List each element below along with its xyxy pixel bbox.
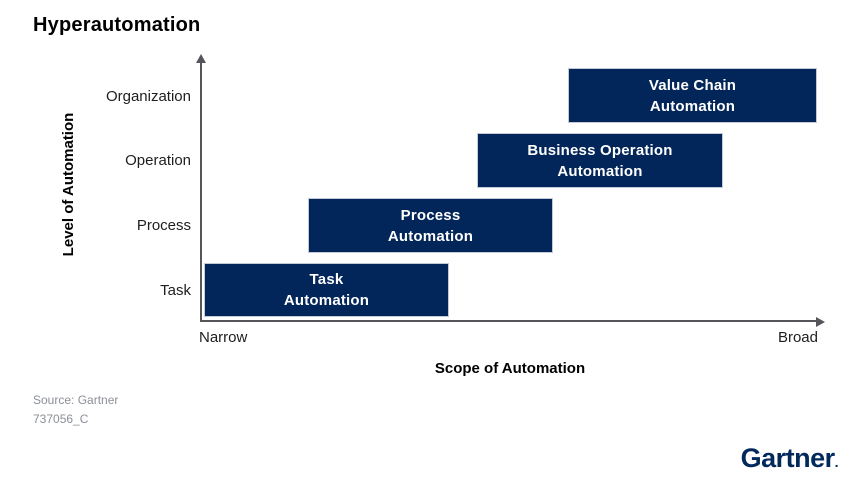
box-business-operation-automation: Business Operation Automation	[477, 133, 723, 188]
y-tick-process: Process	[136, 217, 191, 234]
figure-id: 737056_C	[33, 412, 89, 426]
y-tick-organization: Organization	[105, 88, 191, 105]
x-axis-arrow-right-icon	[816, 317, 825, 327]
x-tick-narrow: Narrow	[199, 329, 248, 346]
box-business-operation-automation-line2: Automation	[557, 162, 643, 180]
y-axis-line	[200, 62, 202, 322]
x-axis-title: Scope of Automation	[434, 360, 586, 377]
box-task-automation-line1: Task	[309, 271, 344, 288]
gartner-logo-text: Gartner	[740, 443, 836, 473]
source-attribution: Source: Gartner	[33, 393, 119, 407]
y-tick-task: Task	[160, 282, 191, 299]
box-process-automation: Process Automation	[308, 198, 553, 253]
y-axis-arrow-up-icon	[196, 54, 206, 63]
box-process-automation-line2: Automation	[387, 227, 474, 245]
box-value-chain-automation-line1: Value Chain	[648, 76, 737, 94]
y-tick-operation: Operation	[125, 152, 191, 169]
gartner-logo: Gartner.	[740, 443, 839, 474]
box-value-chain-automation: Value Chain Automation	[568, 68, 817, 123]
x-axis-line	[200, 320, 818, 322]
box-value-chain-automation-line2: Automation	[649, 97, 736, 115]
gartner-logo-mark: .	[834, 454, 839, 470]
box-business-operation-automation-line1: Business Operation	[527, 141, 673, 159]
box-task-automation-line2: Automation	[283, 292, 370, 309]
x-tick-broad: Broad	[777, 329, 818, 346]
box-task-automation: Task Automation	[204, 263, 449, 317]
box-process-automation-line1: Process	[400, 206, 461, 224]
page-title: Hyperautomation	[33, 14, 201, 36]
y-axis-title: Level of Automation	[60, 112, 77, 257]
